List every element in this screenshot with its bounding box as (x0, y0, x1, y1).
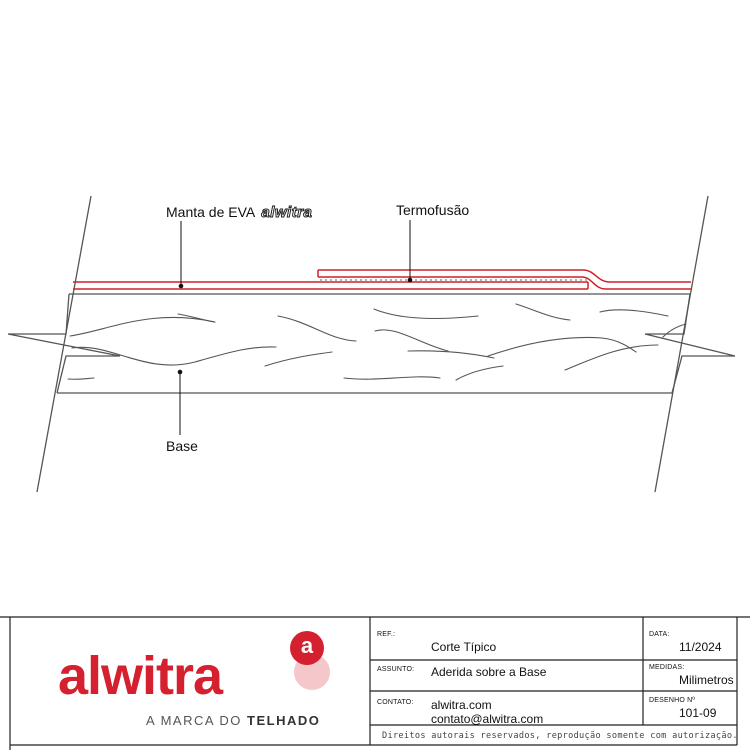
left-boundary-line (36, 195, 92, 493)
eva-membrane-text: Manta de EVA (166, 204, 255, 220)
eva-brand-mark: alwitra (261, 204, 313, 222)
base-label: Base (166, 438, 198, 454)
contato-web: alwitra.com (431, 698, 492, 712)
ref-value: Corte Típico (431, 640, 497, 654)
contato-email: contato@alwitra.com (431, 712, 544, 726)
data-value: 11/2024 (679, 640, 722, 654)
title-block-frame (0, 616, 750, 750)
brand-tagline-b: TELHADO (247, 713, 321, 728)
assunto-value: Aderida sobre a Base (431, 665, 547, 679)
logo-badge-icon (290, 631, 330, 690)
desenho-label: DESENHO Nº (649, 697, 696, 704)
eva-membrane (73, 269, 691, 290)
contato-label: CONTATO: (377, 699, 414, 706)
leader-dots (177, 277, 413, 375)
assunto-label: ASSUNTO: (377, 666, 415, 673)
right-boundary-line (654, 195, 709, 493)
base-slab (7, 293, 736, 394)
base-texture (67, 303, 687, 381)
data-label: DATA: (649, 631, 670, 638)
eva-membrane-label: Manta de EVA alwitra (166, 204, 313, 222)
desenho-value: 101-09 (679, 706, 717, 720)
ref-label: REF.: (377, 631, 396, 638)
thermofusion-label: Termofusão (396, 202, 470, 218)
brand-logo: alwitra (58, 646, 223, 706)
logo-badge-letter: a (300, 633, 314, 658)
copyright-notice: Direitos autorais reservados, reprodução… (382, 731, 738, 741)
brand-tagline-a: A MARCA DO (146, 713, 248, 728)
leader-lines (179, 220, 411, 435)
medidas-value: Milimetros (679, 673, 734, 687)
medidas-label: MEDIDAS: (649, 664, 685, 671)
brand-tagline: A MARCA DO TELHADO (146, 713, 320, 728)
